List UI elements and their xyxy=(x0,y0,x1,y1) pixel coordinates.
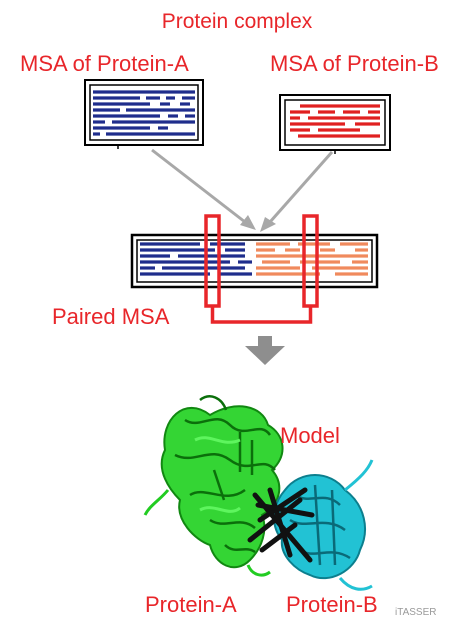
msa-a-box xyxy=(84,79,204,149)
msa-b-rows xyxy=(290,104,380,138)
interface-contacts xyxy=(247,487,315,563)
watermark: iTASSER xyxy=(395,607,437,618)
msa-a-rows xyxy=(93,90,195,136)
paired-msa-label: Paired MSA xyxy=(52,304,170,329)
diagram-title: Protein complex xyxy=(161,10,313,33)
model-label: Model xyxy=(280,423,340,448)
msa-b-label: MSA of Protein-B xyxy=(270,51,439,76)
protein-a-structure xyxy=(143,395,284,577)
msa-b-box xyxy=(279,94,391,154)
paired-b-rows xyxy=(256,242,368,276)
protein-b-structure xyxy=(273,459,374,591)
coevolution-bracket xyxy=(204,214,319,324)
protein-a-label: Protein-A xyxy=(145,592,237,617)
paired-msa-box xyxy=(130,233,379,289)
down-arrow xyxy=(245,336,285,365)
converge-arrows xyxy=(151,148,334,232)
protein-b-label: Protein-B xyxy=(286,592,378,617)
paired-a-rows xyxy=(140,242,252,276)
msa-a-label: MSA of Protein-A xyxy=(20,51,189,76)
